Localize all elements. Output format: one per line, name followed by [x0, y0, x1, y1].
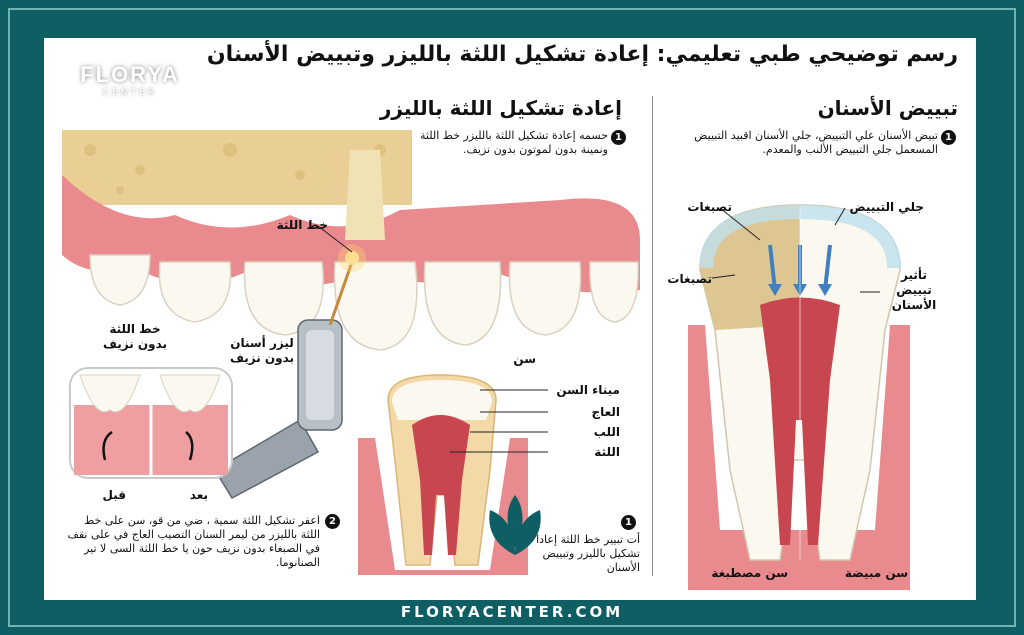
brand-name: FLORYA — [80, 62, 180, 87]
tooth — [508, 261, 582, 336]
footer-url: FLORYACENTER.COM — [400, 603, 624, 621]
tooth — [589, 261, 639, 323]
pulp-label: اللب — [593, 425, 620, 439]
jaw-bone — [62, 130, 412, 205]
gel-label: جلي التبييض — [849, 200, 924, 214]
whitened-tooth-label: سن مبيضة — [844, 566, 908, 580]
whitening-effect-label: تأثير تبييض الأسنان — [891, 268, 937, 312]
left-step1-text: حسمه إعادة تشكيل اللثة بالليزر خط اللثة … — [420, 129, 608, 156]
brand-sub: CENTER — [102, 88, 158, 98]
left-step1b-text: أت تبيير خط اللثة إعادا تشكيل بالليزر وت… — [536, 533, 640, 574]
enamel-label: ميناء السن — [556, 383, 620, 397]
brand-ornament — [489, 495, 541, 555]
brand-logo: FLORYA CENTER — [70, 62, 190, 102]
stained-tooth-label: سن مصطبغة — [711, 566, 788, 580]
before-label: قبل — [102, 488, 126, 502]
step-number: 1 — [941, 130, 956, 145]
tooth — [158, 261, 232, 323]
teeth-row — [89, 254, 639, 351]
left-step2-text: اعفر تشكيل اللثة سمية ، ضي من قو، سن على… — [67, 514, 320, 569]
frame-border — [8, 8, 1016, 627]
section-divider — [652, 96, 653, 576]
dentin-label: العاج — [591, 405, 620, 419]
step-number: 1 — [611, 130, 626, 145]
stain-label: تصبغات — [667, 272, 712, 286]
after-label: بعد — [189, 488, 208, 502]
gum-no-bleed-label: خط اللثة بدون نزيف — [102, 322, 168, 351]
whitening-tooth — [688, 204, 910, 590]
tooth — [89, 254, 151, 306]
before-after-inset — [69, 367, 233, 479]
step-number: 1 — [621, 515, 636, 530]
tooth-label: سن — [513, 352, 536, 366]
leader-lines — [317, 207, 880, 453]
tooth — [243, 261, 324, 336]
right-step1-text: تبيض الأسنان علي التبييض، جلي الأسنان اق… — [694, 129, 938, 156]
page-title: رسم توضيحي طبي تعليمي: إعادة تشكيل اللثة… — [206, 42, 958, 67]
gum-line-label: خط اللثة — [276, 218, 328, 232]
gum-label: اللثة — [594, 445, 620, 459]
tooth — [423, 261, 502, 346]
left-section-title: إعادة تشكيل اللثة بالليزر — [379, 96, 622, 120]
laser-label: ليزر أسنان بدون نزيف — [229, 336, 295, 365]
stain-label: تصبغات — [687, 200, 732, 214]
exposed-root — [345, 150, 385, 240]
step1-box — [412, 128, 640, 190]
step-number: 2 — [325, 514, 340, 529]
cross-section-tooth — [358, 374, 528, 575]
laser-handpiece — [213, 244, 366, 499]
right-section-title: تبييض الأسنان — [817, 96, 958, 120]
